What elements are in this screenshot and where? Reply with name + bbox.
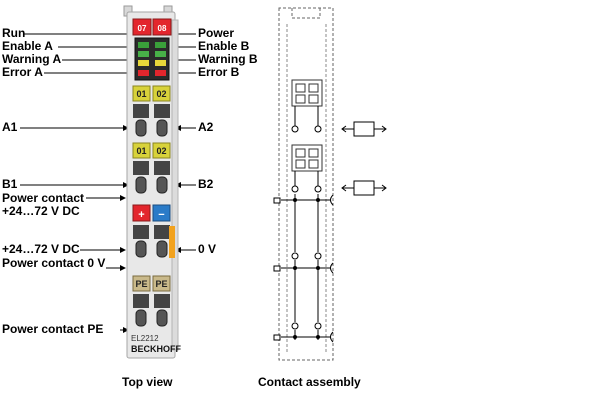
rail-contact-right-1 [330,194,334,206]
rail-contact-left-2 [273,265,281,272]
junction-dots [293,198,320,339]
led-enable-b [155,51,166,57]
channel-text-01-top: 01 [136,89,146,99]
model-number: EL2212 [131,334,159,343]
led-power [155,42,166,48]
release-slot-1 [133,104,149,118]
left-leaders [20,31,136,333]
led-right-number: 08 [158,24,167,33]
channel-text-01-mid: 01 [136,146,146,156]
switch-2-element-d [308,159,319,169]
switch-1-element-c [295,94,306,104]
label-0v: 0 V [198,242,217,256]
label-voltage-2: +24…72 V DC [2,242,80,256]
release-slot-3 [133,161,149,175]
pe-label-right [152,275,171,292]
rail-contact-left-1 [273,197,281,204]
label-enable-a: Enable A [2,39,53,53]
led-warning-b [155,60,166,66]
switch-1-element-b [308,83,319,93]
led-enable-a [138,51,149,57]
label-power-contact-0v: Power contact 0 V [2,256,106,270]
channel-label-02-top [152,85,171,102]
release-slot-8 [154,294,170,308]
channel-text-02-top: 02 [156,89,166,99]
caption-top-view: Top view [122,375,173,389]
release-slot-6 [154,225,170,239]
channel-label-02-mid [152,142,171,159]
label-error-b: Error B [198,65,240,79]
polarity-minus-label [152,204,171,222]
label-a1: A1 [2,120,18,134]
terminal-b2 [156,176,168,194]
polarity-plus-text: + [138,209,144,221]
label-b2: B2 [198,177,214,191]
switch-2-element-c [295,159,306,169]
label-power-contact-pe: Power contact PE [2,322,104,336]
label-power: Power [198,26,235,40]
pe-text-right: PE [155,279,167,289]
module-side-rail [171,19,179,351]
top-notch [291,8,321,19]
led-left-number: 07 [138,24,147,33]
terminal-minus [156,240,168,258]
release-slot-4 [154,161,170,175]
brand-logo-text: BECKHOFF [131,344,181,354]
caption-contact-assembly: Contact assembly [258,375,361,389]
led-warning-a [138,60,149,66]
switch-1-element-d [308,94,319,104]
label-b1: B1 [2,177,18,191]
label-voltage-1: +24…72 V DC [2,204,80,218]
load-2 [341,180,387,196]
pe-label-left [132,275,151,292]
polarity-plus-label [132,204,151,222]
channel-text-02-mid: 02 [156,146,166,156]
led-status-left [132,18,152,36]
label-run: Run [2,26,26,40]
rail-contact-right-2 [330,262,334,274]
release-slot-2 [154,104,170,118]
terminal-a2 [156,119,168,137]
rail-contact-right-3 [330,331,334,343]
led-error-b [155,70,166,76]
release-slot-5 [133,225,149,239]
terminal-b1 [135,176,147,194]
channel-label-01-mid [132,142,151,159]
terminal-points [291,125,322,330]
label-a2: A2 [198,120,214,134]
channel-label-01-top [132,85,151,102]
housing-outline [278,7,334,361]
led-run [138,42,149,48]
terminal-pe-right [156,309,168,327]
release-slot-7 [133,294,149,308]
label-warning-b: Warning B [198,52,258,66]
terminal-a1 [135,119,147,137]
wires [281,106,330,340]
load-1 [341,121,387,137]
switch-2-element-b [308,148,319,158]
rail-contact-left-3 [273,334,281,341]
label-enable-b: Enable B [198,39,250,53]
led-status-right [152,18,172,36]
polarity-minus-text: − [158,209,164,221]
terminal-pe-left [135,309,147,327]
terminal-plus [135,240,147,258]
label-warning-a: Warning A [2,52,62,66]
label-error-a: Error A [2,65,43,79]
label-power-contact: Power contact [2,191,85,205]
power-orange-strip [169,226,175,258]
switch-2-element-a [295,148,306,158]
switch-1-element-a [295,83,306,93]
pe-text-left: PE [135,279,147,289]
led-error-a [138,70,149,76]
